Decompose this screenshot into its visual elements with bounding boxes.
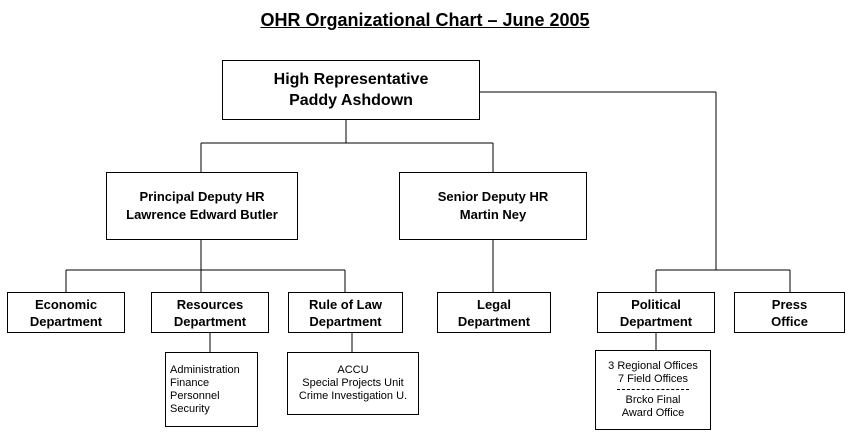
list-item: Brcko Final (625, 394, 681, 406)
list-item: Special Projects Unit (302, 377, 404, 389)
list-item: Award Office (621, 407, 685, 419)
resources-units-box: Administration Finance Personnel Securit… (165, 352, 258, 427)
list-item: 7 Field Offices (617, 373, 689, 385)
senior-deputy-role: Senior Deputy HR (437, 189, 549, 204)
political-department-box: Political Department (597, 292, 715, 333)
legal-department-line2: Department (457, 313, 531, 329)
high-representative-role: High Representative (273, 71, 429, 88)
press-office-box: Press Office (734, 292, 845, 333)
list-item: Finance (170, 376, 210, 389)
political-units-box: 3 Regional Offices 7 Field Offices Brcko… (595, 350, 711, 430)
economic-department-line2: Department (29, 313, 103, 329)
list-item: Administration (170, 363, 240, 376)
rule-of-law-units-box: ACCU Special Projects Unit Crime Investi… (287, 352, 419, 415)
legal-department-box: Legal Department (437, 292, 551, 333)
resources-department-line1: Resources (176, 296, 244, 312)
principal-deputy-role: Principal Deputy HR (139, 189, 265, 204)
economic-department-box: Economic Department (7, 292, 125, 333)
rule-of-law-department-line1: Rule of Law (309, 296, 382, 312)
list-item: Personnel (170, 389, 220, 402)
principal-deputy-name: Lawrence Edward Butler (126, 207, 278, 222)
list-item: 3 Regional Offices (608, 360, 698, 372)
principal-deputy-box: Principal Deputy HR Lawrence Edward Butl… (106, 172, 298, 240)
senior-deputy-name: Martin Ney (459, 207, 527, 222)
resources-department-line2: Department (173, 313, 247, 329)
chart-title: OHR Organizational Chart – June 2005 (260, 10, 590, 30)
rule-of-law-department-line2: Department (309, 313, 382, 329)
press-office-line1: Press (771, 296, 808, 312)
list-item: Crime Investigation U. (298, 390, 408, 402)
rule-of-law-department-box: Rule of Law Department (288, 292, 403, 333)
political-department-line2: Department (619, 313, 693, 329)
high-representative-name: Paddy Ashdown (289, 92, 413, 109)
press-office-line2: Office (771, 313, 808, 329)
legal-department-line1: Legal (477, 296, 511, 312)
list-item: Security (170, 402, 210, 415)
senior-deputy-box: Senior Deputy HR Martin Ney (399, 172, 587, 240)
resources-department-box: Resources Department (151, 292, 269, 333)
political-department-line1: Political (631, 296, 681, 312)
dashed-separator (617, 389, 689, 390)
list-item: ACCU (337, 364, 369, 376)
high-representative-box: High Representative Paddy Ashdown (222, 60, 480, 120)
economic-department-line1: Economic (34, 296, 98, 312)
